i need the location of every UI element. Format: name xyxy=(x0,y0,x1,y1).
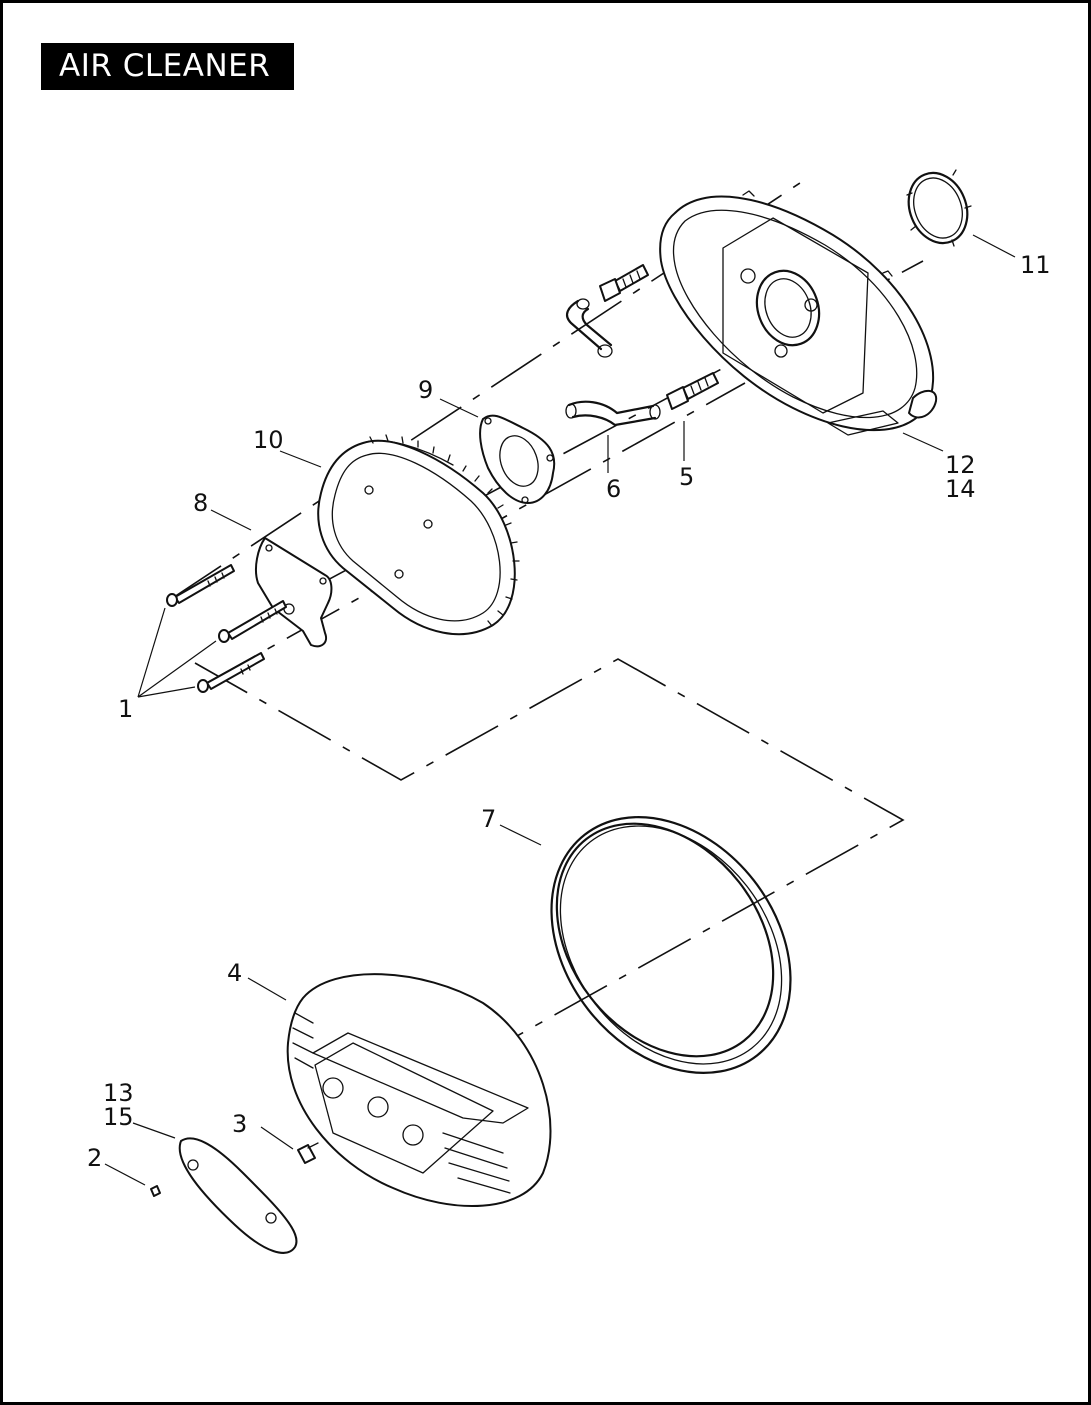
part-air-cleaner-cover xyxy=(286,973,552,1208)
callout-5: 5 xyxy=(679,463,694,491)
part-support-bracket xyxy=(255,537,333,648)
callout-14: 14 xyxy=(945,475,976,503)
callout-7: 7 xyxy=(481,805,496,833)
callout-6: 6 xyxy=(606,475,621,503)
callout-2: 2 xyxy=(87,1144,102,1172)
part-breather-bolt-lower xyxy=(666,372,719,410)
part-breather-hose-lower xyxy=(565,400,661,427)
callout-13: 13 xyxy=(103,1079,134,1107)
part-screws xyxy=(166,564,287,693)
callout-11: 11 xyxy=(1020,251,1051,279)
callout-15: 15 xyxy=(103,1103,134,1131)
callout-labels: 11 12 14 5 6 9 10 8 1 7 4 3 13 15 2 xyxy=(87,251,1051,1172)
callout-12: 12 xyxy=(945,451,976,479)
exploded-parts-diagram: 11 12 14 5 6 9 10 8 1 7 4 3 13 15 2 xyxy=(87,169,1051,1254)
part-backplate xyxy=(659,190,938,436)
callout-1: 1 xyxy=(118,695,133,723)
part-medallion xyxy=(178,1137,298,1254)
leader-lines xyxy=(104,234,1016,1186)
part-gasket xyxy=(479,414,556,504)
page-title: AIR CLEANER xyxy=(41,43,294,90)
part-filter-element xyxy=(317,434,520,636)
callout-3: 3 xyxy=(232,1110,247,1138)
part-medallion-screw xyxy=(150,1185,161,1197)
part-cover-screw xyxy=(297,1142,319,1164)
callout-9: 9 xyxy=(418,376,433,404)
part-cover-seal xyxy=(550,816,792,1074)
callout-4: 4 xyxy=(227,959,242,987)
callout-8: 8 xyxy=(193,489,208,517)
part-breather-bolt-upper xyxy=(599,264,649,302)
callout-10: 10 xyxy=(253,426,284,454)
part-breather-hose-upper xyxy=(565,298,613,358)
part-retaining-ring xyxy=(906,169,972,247)
